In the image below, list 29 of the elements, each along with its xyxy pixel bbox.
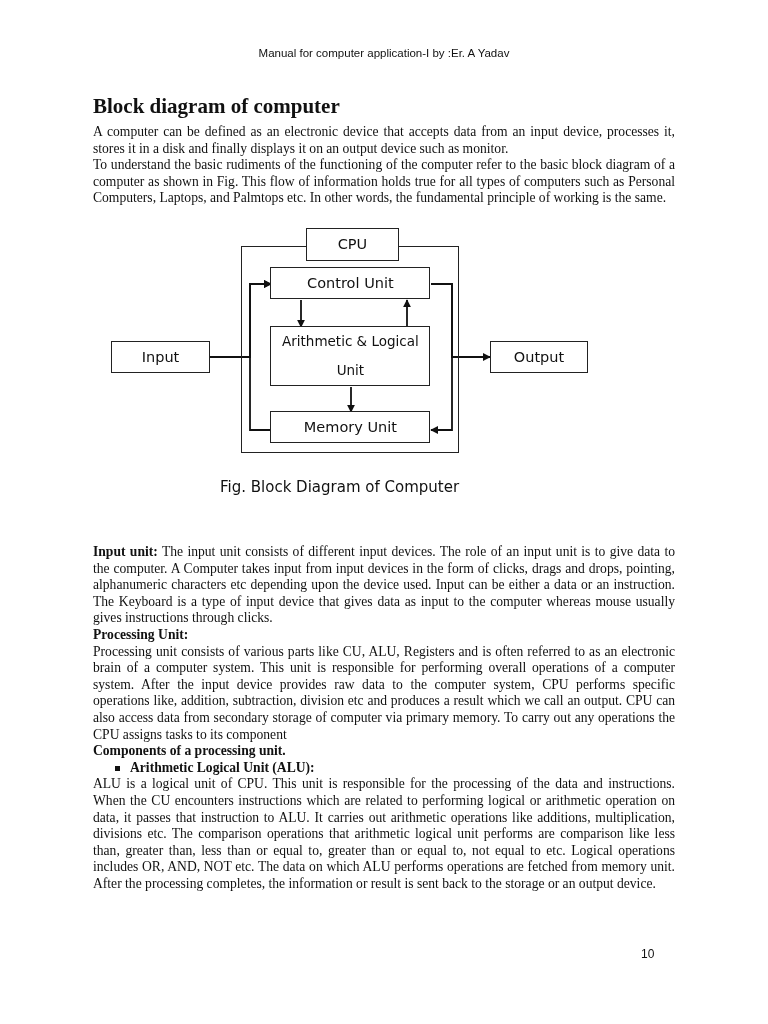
- box-label: Memory Unit: [302, 417, 398, 437]
- paragraph: To understand the basic rudiments of the functioning of the computer refer to the basic block diagram of a computer as shown in Fig. This flow of information holds true for all types of computers such as Personal Computers, Laptops, and Palmtops etc. In other words, the fundamental principle of working is the same.: [93, 157, 675, 207]
- arrow: [249, 280, 272, 431]
- box-label: Control Unit: [306, 273, 395, 293]
- figure-caption: Fig. Block Diagram of Computer: [220, 478, 460, 496]
- arrow: [430, 283, 453, 434]
- page-header: Manual for computer application-I by :Er. A Yadav: [258, 47, 510, 59]
- process-box: [111, 341, 210, 373]
- section-heading: Processing Unit:: [93, 626, 190, 644]
- paragraph: Input unit: The input unit consists of different input devices. The role of an input unit is to give data to the computer. A Computer takes input from input devices in the form of clicks, drags and drops, pointing, alphanumeric characters etc depending upon the device used. Input can be either a data or an instruction. The Keyboard is a type of input device that gives data as input to the computer whereas mouse usually gives instructions through clicks.: [93, 544, 675, 627]
- list-heading: Arithmetic Logical Unit (ALU):: [130, 759, 315, 777]
- page-title: Block diagram of computer: [93, 94, 340, 119]
- section-heading: Components of a processing unit.: [93, 743, 287, 760]
- process-box: [490, 341, 588, 373]
- page-number: 10: [641, 947, 655, 961]
- box-label: Output: [512, 347, 566, 367]
- arrow: [347, 386, 355, 413]
- process-box: [270, 411, 431, 444]
- box-label: Input: [140, 347, 181, 367]
- paragraph: ALU is a logical unit of CPU. This unit is responsible for the processing of the data and instructions. When the CU encounters instructions which are related to performing logical or arithmetic operation on data, it passes that instruction to ALU. It carries out arithmetic operations like additions, multiplication, divisions etc. The comparison operations that arithmetic logical unit performs are comparison like less than, greater than, less than or equal to, greater than or equal to, not equal to etc. Logical operations includes OR, AND, NOT etc. The data on which ALU performs operations are fetched from memory unit. After the processing completes, the information or result is sent back to the storage or an output device.: [93, 776, 675, 893]
- process-box: [270, 326, 431, 387]
- cpu-label-box: [306, 228, 399, 261]
- process-box: [270, 267, 431, 300]
- arrow: [403, 299, 411, 328]
- paragraph: Processing unit consists of various parts like CU, ALU, Registers and is often referred to as an electronic brain of a computer system. This unit is responsible for performing overall operations of a computer system. After the input device provides raw data to the computer system, CPU performs specific operations like, addition, subtraction, division etc and produces a result which we call an output. CPU can also access data from secondary storage of computer via primary memory. To carry out any operations the CPU assigns tasks to its component: [93, 643, 675, 744]
- box-label: CPU: [336, 235, 369, 254]
- box-label: Arithmetic & Logical Unit: [281, 332, 420, 381]
- paragraph: A computer can be defined as an electronic device that accepts data from an input device, processes it, stores it in a disk and finally displays it on an output device such as monitor.: [93, 124, 675, 158]
- arrow: [297, 299, 305, 328]
